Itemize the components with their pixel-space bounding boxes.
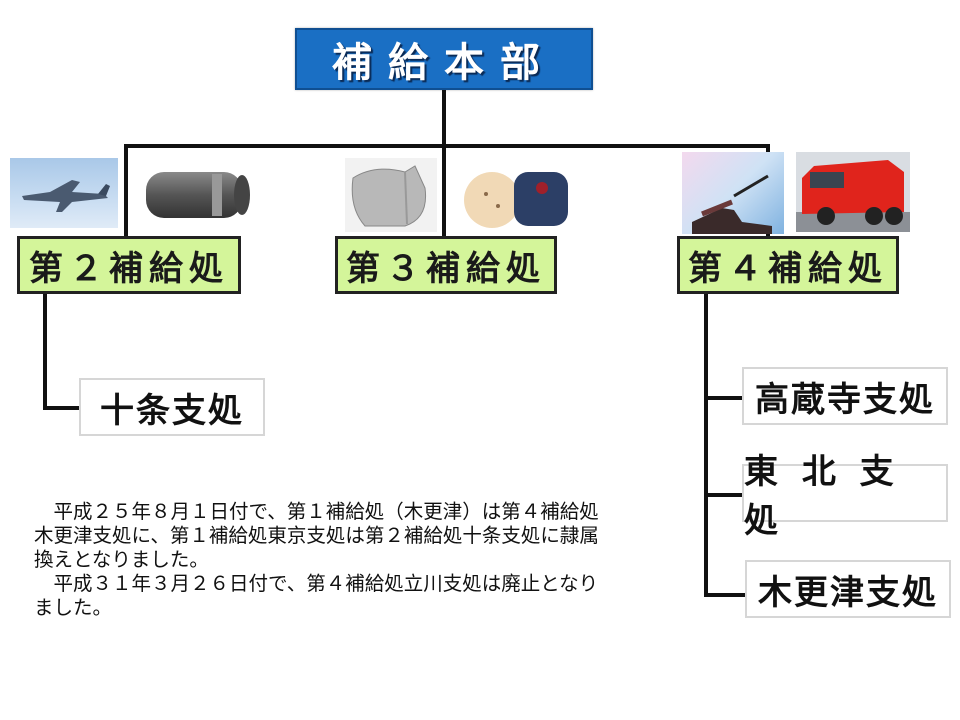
branch-tohoku-box: 東 北 支 処 (742, 452, 948, 541)
reorganization-note: 平成２５年８月１日付で、第１補給処（木更津）は第４補給処木更津支処に、第１補給処… (34, 500, 614, 620)
branch-kisarazu-label: 木更津支処 (758, 572, 938, 613)
horizontal-bus-line (124, 144, 770, 148)
note-paragraph-1: 平成２５年８月１日付で、第１補給処（木更津）は第４補給処木更津支処に、第１補給処… (34, 500, 599, 571)
depot2-drop-line (124, 144, 128, 236)
depot3-drop-line (442, 144, 446, 236)
depot-2-box: 第２補給処 (17, 236, 241, 294)
branch-jujo-box: 十条支処 (79, 378, 265, 436)
hq-vertical-connector (442, 90, 446, 146)
fire-truck-photo (796, 152, 910, 232)
branch-kozoji-label: 高蔵寺支処 (755, 379, 935, 420)
depot4-branch-kisarazu-connector (704, 593, 748, 597)
flight-helmet-photo (456, 164, 572, 230)
depot4-branch-vertical-line (704, 294, 708, 597)
depot-4-box: 第４補給処 (677, 236, 899, 294)
missile-launch-photo (682, 152, 784, 234)
branch-kisarazu-box: 木更津支処 (745, 560, 951, 618)
parachute-photo (345, 158, 437, 232)
branch-jujo-label: 十条支処 (100, 390, 244, 431)
jet-engine-photo (142, 166, 254, 224)
depot2-branch-horizontal-line (43, 406, 81, 410)
depot-4-label: 第４補給処 (688, 248, 888, 289)
depot-3-label: 第３補給処 (346, 248, 546, 289)
depot4-branch-tohoku-connector (704, 493, 744, 497)
note-paragraph-2: 平成３１年３月２６日付で、第４補給処立川支処は廃止となりました。 (34, 572, 599, 619)
headquarters-label: 補給本部 (332, 40, 556, 86)
depot4-branch-kozoji-connector (704, 396, 744, 400)
depot-2-label: 第２補給処 (29, 248, 229, 289)
fighter-jet-photo (10, 158, 118, 228)
depot2-branch-vertical-line (43, 294, 47, 410)
depot-3-box: 第３補給処 (335, 236, 557, 294)
branch-tohoku-label: 東 北 支 処 (744, 452, 900, 541)
branch-kozoji-box: 高蔵寺支処 (742, 367, 948, 425)
headquarters-box: 補給本部 (295, 28, 593, 90)
